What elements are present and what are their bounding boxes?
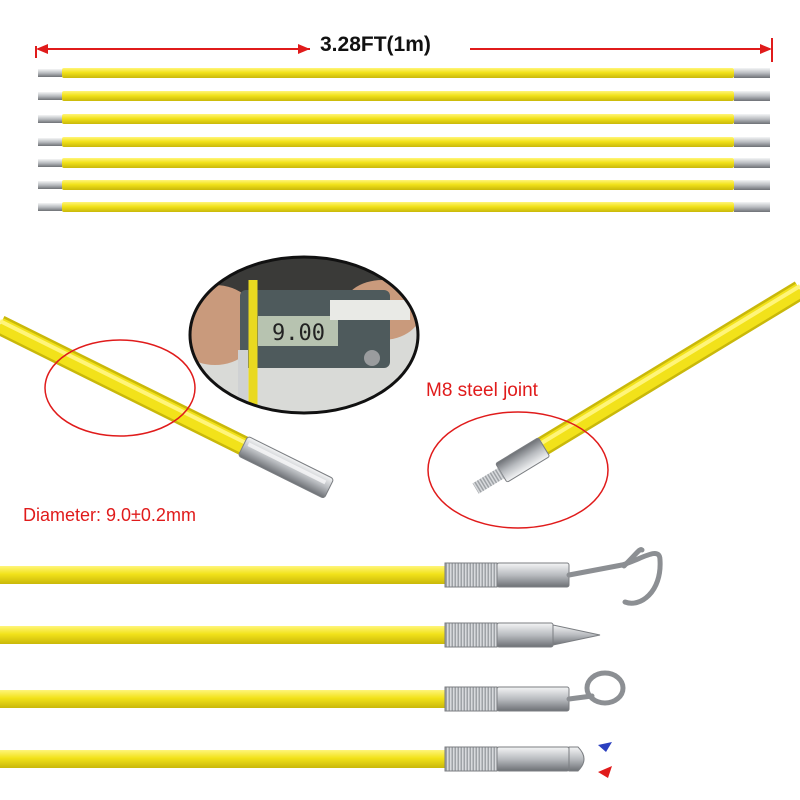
length-dimension-arrow [35,38,773,62]
rod [38,114,770,124]
rod-stack [38,68,770,212]
socket-highlight-circle [44,339,196,437]
eye-loop-icon [566,670,626,706]
cone-tip-rod [0,622,601,648]
female-socket-rod [0,316,334,499]
caliper-reading: 9.00 [272,321,325,346]
rod [38,180,770,190]
rod [38,158,770,168]
eye-loop-rod [0,670,626,712]
cone-tip-icon [552,624,601,646]
m8-thread-rod [472,281,800,494]
thread-highlight-circle [427,411,609,529]
rod [38,137,770,147]
joint-label: M8 steel joint [426,380,538,401]
rod [38,202,770,212]
bullet-tip-icon [568,746,585,772]
hook-rod [0,547,663,606]
hook-icon [566,547,663,606]
rod [38,68,770,78]
caliper-photo-inset: 9.00 [188,255,420,415]
rod [38,91,770,101]
length-label: 3.28FT(1m) [320,33,431,56]
bullet-tip-rod [0,742,612,778]
diameter-label: Diameter: 9.0±0.2mm [23,505,196,525]
